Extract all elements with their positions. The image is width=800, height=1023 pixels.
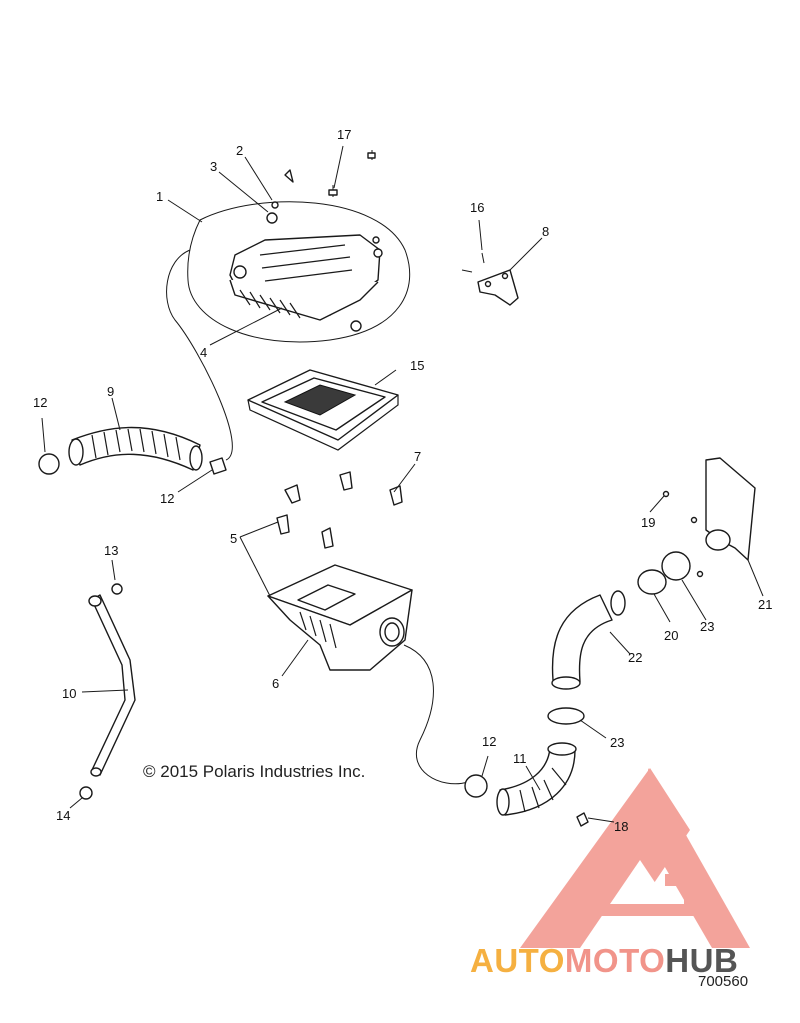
callout-6: 6 <box>272 676 279 691</box>
inlet-tube-22 <box>547 551 691 725</box>
callout-4: 4 <box>200 345 207 360</box>
callout-12-b: 12 <box>160 491 174 506</box>
callout-labels: 1 2 3 4 5 6 7 8 9 10 11 12 12 12 13 14 1… <box>33 127 772 834</box>
intake-elbow-11 <box>464 742 589 827</box>
intake-housing-21 <box>662 457 756 578</box>
clips-5-7 <box>276 471 403 549</box>
callout-13: 13 <box>104 543 118 558</box>
callout-2: 2 <box>236 143 243 158</box>
callout-12-c: 12 <box>482 734 496 749</box>
air-filter-15 <box>247 369 399 451</box>
watermark-auto: AUTO <box>470 942 565 979</box>
callout-10: 10 <box>62 686 76 701</box>
callout-11: 11 <box>513 751 527 766</box>
intake-duct-9 <box>38 249 233 475</box>
callout-15: 15 <box>410 358 424 373</box>
airbox-cover-group <box>187 169 411 343</box>
callout-leaders <box>41 145 764 823</box>
watermark-moto: MOTO <box>565 942 665 979</box>
callout-17: 17 <box>337 127 351 142</box>
callout-19: 19 <box>641 515 655 530</box>
callout-20: 20 <box>664 628 678 643</box>
callout-21: 21 <box>758 597 772 612</box>
airbox-base-6 <box>267 564 469 785</box>
callout-3: 3 <box>210 159 217 174</box>
callout-16: 16 <box>470 200 484 215</box>
callout-22: 22 <box>628 650 642 665</box>
callout-14: 14 <box>56 808 70 823</box>
callout-9: 9 <box>107 384 114 399</box>
bolt-17 <box>328 150 376 197</box>
callout-18: 18 <box>614 819 628 834</box>
watermark-hub: HUB <box>665 942 738 979</box>
callout-12-a: 12 <box>33 395 47 410</box>
breather-hose-10 <box>79 583 136 800</box>
callout-8: 8 <box>542 224 549 239</box>
copyright-text: © 2015 Polaris Industries Inc. <box>143 762 365 781</box>
callout-23-b: 23 <box>610 735 624 750</box>
diagram-number: 700560 <box>698 973 748 990</box>
callout-1: 1 <box>156 189 163 204</box>
callout-7: 7 <box>414 449 421 464</box>
callout-23-a: 23 <box>700 619 714 634</box>
watermark-logo <box>520 768 750 948</box>
callout-5: 5 <box>230 531 237 546</box>
bracket-8 <box>461 252 519 306</box>
watermark-text: AUTOMOTOHUB <box>470 942 738 979</box>
